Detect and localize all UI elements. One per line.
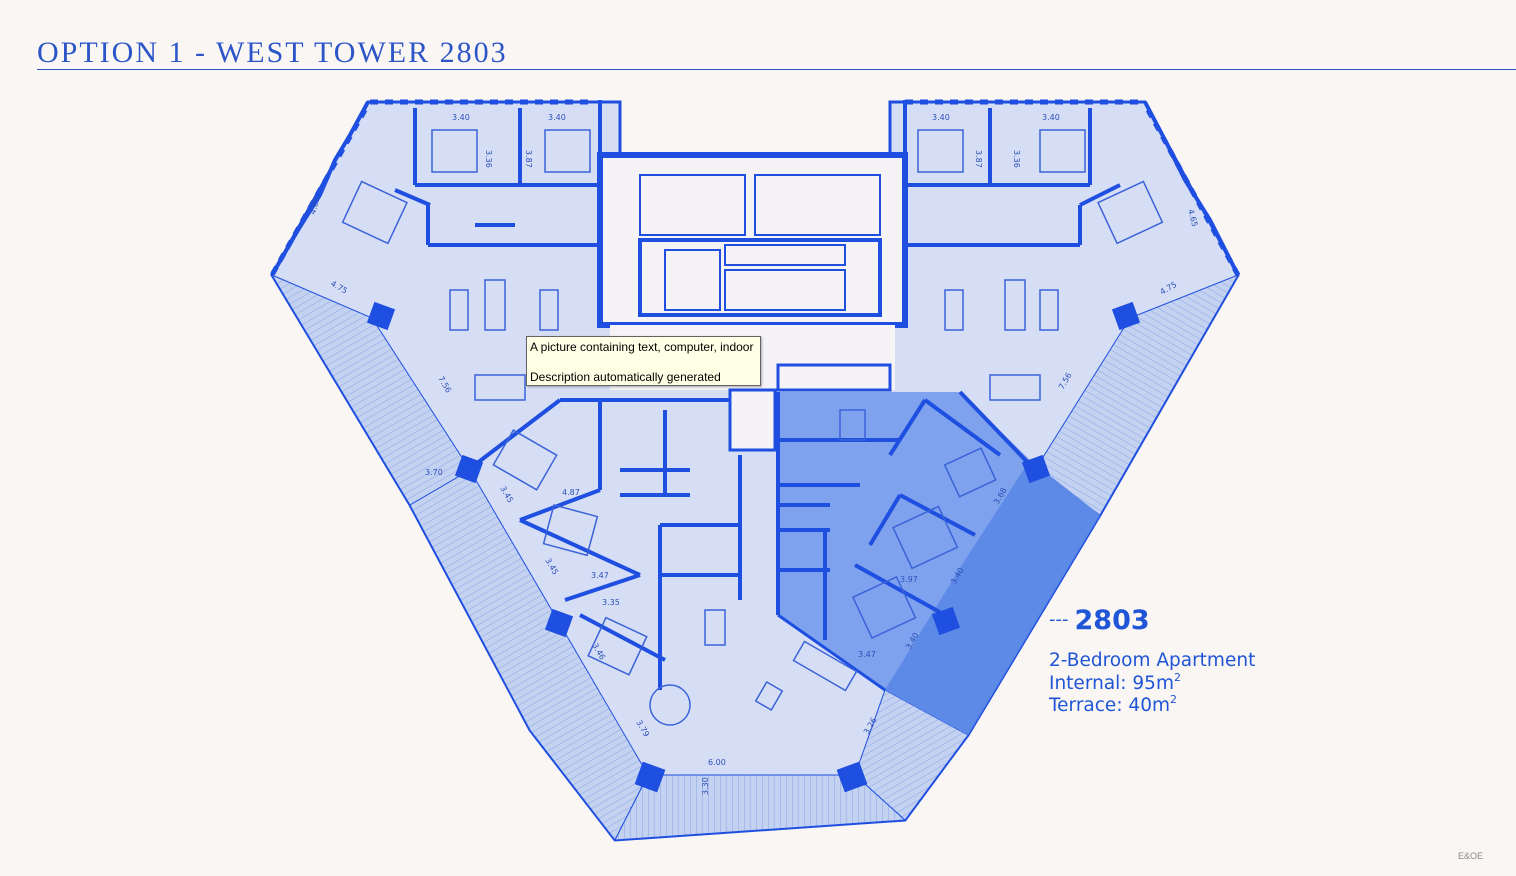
svg-text:3.97: 3.97 <box>900 575 918 584</box>
svg-text:4.65: 4.65 <box>1186 208 1199 228</box>
interior-walls <box>270 100 1240 690</box>
page-title: OPTION 1 - WEST TOWER 2803 <box>37 36 508 69</box>
title-divider <box>37 69 1516 70</box>
svg-text:3.40: 3.40 <box>452 113 470 122</box>
svg-text:3.40: 3.40 <box>1042 113 1060 122</box>
svg-text:3.36: 3.36 <box>484 150 493 168</box>
svg-text:3.70: 3.70 <box>425 468 443 477</box>
unit-internal-area: Internal: 95m2 <box>1049 670 1181 694</box>
unit-terrace-area: Terrace: 40m2 <box>1049 693 1177 716</box>
unit-2803-highlight <box>776 392 1100 735</box>
svg-text:3.40: 3.40 <box>932 113 950 122</box>
tooltip-line-1: A picture containing text, computer, ind… <box>530 340 754 354</box>
svg-text:3.87: 3.87 <box>524 150 533 168</box>
svg-text:3.40: 3.40 <box>548 113 566 122</box>
unit-type: 2-Bedroom Apartment <box>1049 650 1256 671</box>
eoe-mark: E&OE <box>1457 851 1483 861</box>
unit-dashes: --- <box>1049 609 1069 630</box>
image-alt-tooltip: A picture containing text, computer, ind… <box>526 336 761 386</box>
furniture <box>341 129 1164 726</box>
unit-number-label: ---2803 <box>1049 605 1255 636</box>
structural-columns <box>366 301 1141 793</box>
unit-info: ---2803 2-Bedroom Apartment Internal: 95… <box>1049 605 1255 718</box>
svg-text:3.87: 3.87 <box>974 150 983 168</box>
svg-text:4.87: 4.87 <box>562 488 580 497</box>
window-marks <box>269 99 1241 277</box>
svg-text:3.47: 3.47 <box>858 650 876 659</box>
svg-text:4.65: 4.65 <box>308 196 321 216</box>
unit-details: 2-Bedroom Apartment Internal: 95m2 Terra… <box>1049 650 1255 718</box>
svg-text:3.35: 3.35 <box>602 598 620 607</box>
unit-number: 2803 <box>1074 605 1150 636</box>
svg-text:6.00: 6.00 <box>708 758 726 767</box>
svg-text:3.30: 3.30 <box>701 777 710 795</box>
svg-text:3.36: 3.36 <box>1012 150 1021 168</box>
svg-text:3.47: 3.47 <box>591 571 609 580</box>
tooltip-line-2: Description automatically generated <box>530 370 721 384</box>
